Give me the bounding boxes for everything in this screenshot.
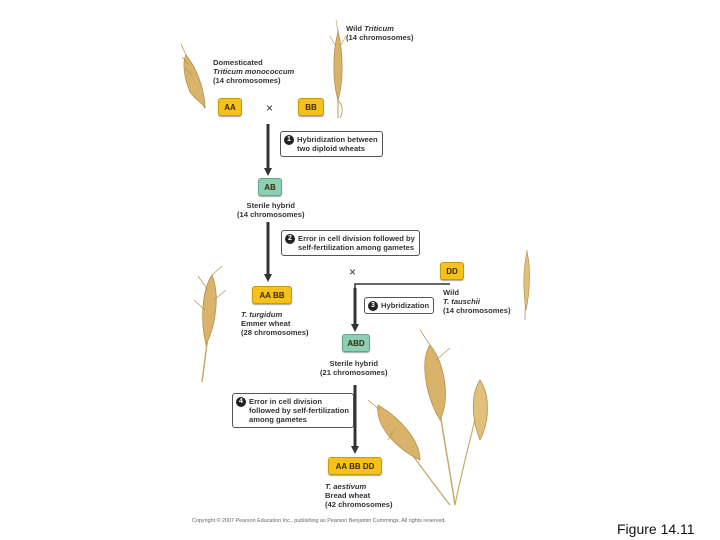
genome-box-bb: BB	[298, 98, 324, 116]
genome-box-aabbdd: AA BB DD	[328, 457, 382, 475]
wheat-head-monococcum-icon	[180, 43, 206, 109]
wheat-head-wild-triticum-icon	[329, 19, 347, 119]
genome-box-ab: AB	[258, 178, 282, 196]
wheat-head-bread-wheat-icon	[367, 329, 488, 506]
wheat-head-tauschii-icon	[523, 249, 530, 321]
step-3-box: 3 Hybridization	[364, 297, 435, 314]
figure-label: Figure 14.11	[617, 521, 695, 537]
label-wild-triticum: Wild Triticum (14 chromosomes)	[346, 24, 414, 42]
label-sterile-hybrid-14: Sterile hybrid (14 chromosomes)	[237, 201, 305, 219]
step-4-box: 4 Error in cell division followed by sel…	[232, 393, 354, 428]
label-t-turgidum: T. turgidum Emmer wheat (28 chromosomes)	[241, 310, 309, 337]
copyright-notice: Copyright © 2007 Pearson Education Inc.,…	[192, 518, 446, 524]
genome-box-abd: ABD	[342, 334, 370, 352]
wheat-head-emmer-icon	[193, 265, 227, 383]
cross-symbol-2: ×	[349, 265, 357, 279]
genome-box-dd: DD	[440, 262, 464, 280]
label-sterile-hybrid-21: Sterile hybrid (21 chromosomes)	[320, 359, 388, 377]
label-wild-tauschii: Wild T. tauschii (14 chromosomes)	[443, 288, 511, 315]
step-2-box: 2 Error in cell division followed by sel…	[281, 230, 420, 256]
label-t-aestivum: T. aestivum Bread wheat (42 chromosomes)	[325, 482, 393, 509]
genome-box-aabb: AA BB	[252, 286, 292, 304]
cross-symbol: ×	[266, 101, 274, 115]
step-1-box: 1 Hybridization between two diploid whea…	[280, 131, 383, 157]
genome-box-aa: AA	[218, 98, 242, 116]
label-domesticated-monococcum: Domesticated Triticum monococcum (14 chr…	[213, 58, 295, 85]
